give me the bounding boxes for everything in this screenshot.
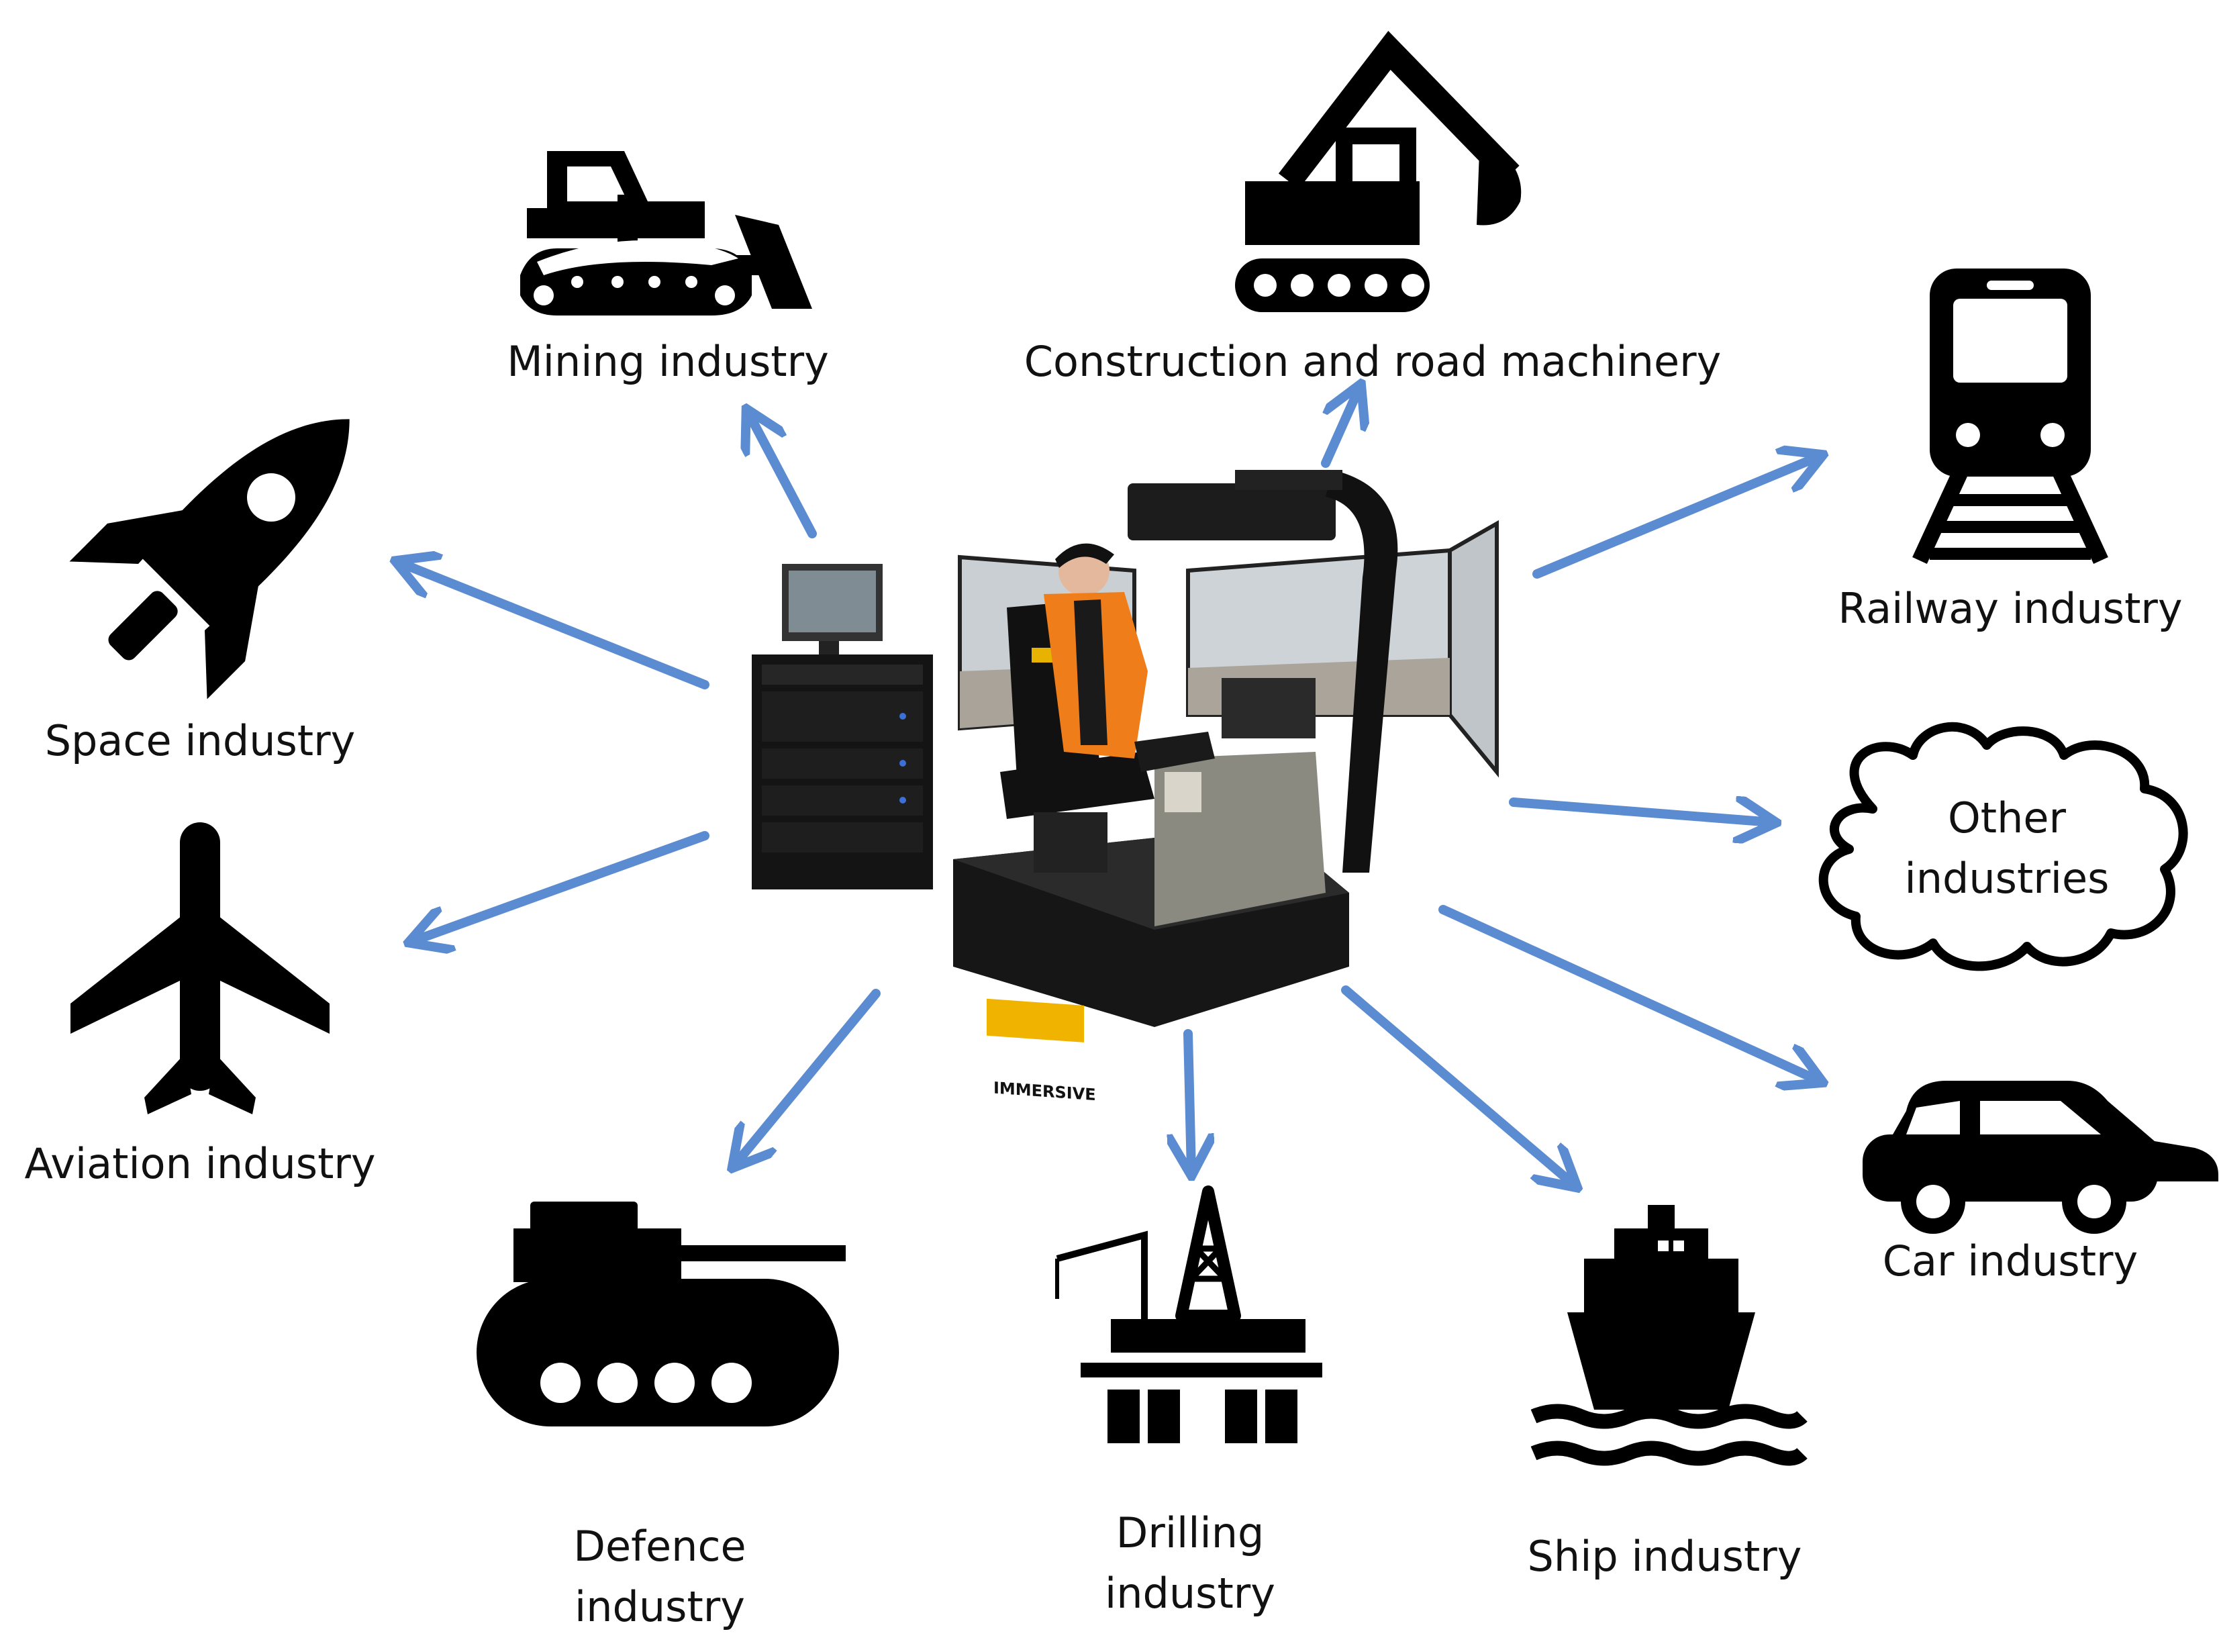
simulator-brand: IMMERSIVE (993, 1079, 1096, 1105)
cloud-icon (1818, 722, 2188, 971)
arrow-to-space (399, 563, 709, 689)
arrow-to-mining (748, 413, 817, 538)
label-ship: Ship industry (1528, 1532, 1802, 1581)
label-defence-line2: industry (575, 1582, 745, 1631)
arrow-to-construction (1321, 388, 1359, 468)
train-icon (1912, 269, 2108, 565)
label-space: Space industry (45, 716, 356, 765)
arrows (399, 388, 1819, 1185)
label-other-line2: industries (1905, 854, 2110, 903)
arrow-to-ship (1341, 985, 1574, 1185)
label-drilling-line1: Drilling (1116, 1508, 1265, 1557)
label-construction: Construction and road machinery (1024, 337, 1722, 386)
arrow-to-railway (1532, 456, 1819, 579)
labels: Mining industry Construction and road ma… (24, 337, 2182, 1631)
label-railway: Railway industry (1838, 584, 2182, 633)
label-mining: Mining industry (507, 337, 829, 386)
oil-rig-icon (1055, 1185, 1322, 1443)
label-defence-line1: Defence (573, 1522, 746, 1571)
label-other-line1: Other (1948, 793, 2067, 842)
bulldozer-icon (520, 151, 812, 315)
car-icon (1863, 1081, 2218, 1234)
arrow-to-aviation (413, 831, 709, 941)
arrow-to-drilling (1188, 1029, 1191, 1171)
driving-simulator-image: IMMERSIVE (752, 470, 1499, 1105)
control-cabinet (752, 564, 933, 889)
arrow-to-defence (735, 989, 881, 1165)
label-car: Car industry (1883, 1236, 2138, 1285)
arrow-to-car (1438, 905, 1819, 1081)
label-aviation: Aviation industry (24, 1139, 375, 1188)
rocket-icon (69, 419, 350, 699)
tank-icon (477, 1202, 846, 1426)
excavator-icon (1235, 31, 1522, 312)
ship-icon (1530, 1205, 1808, 1466)
label-drilling-line2: industry (1105, 1569, 1275, 1618)
airplane-icon (70, 822, 330, 1114)
simulator-top-bar (1128, 470, 1398, 873)
operator-person (1044, 543, 1215, 772)
simulator-console (1154, 678, 1326, 926)
arrow-to-other (1509, 802, 1772, 822)
